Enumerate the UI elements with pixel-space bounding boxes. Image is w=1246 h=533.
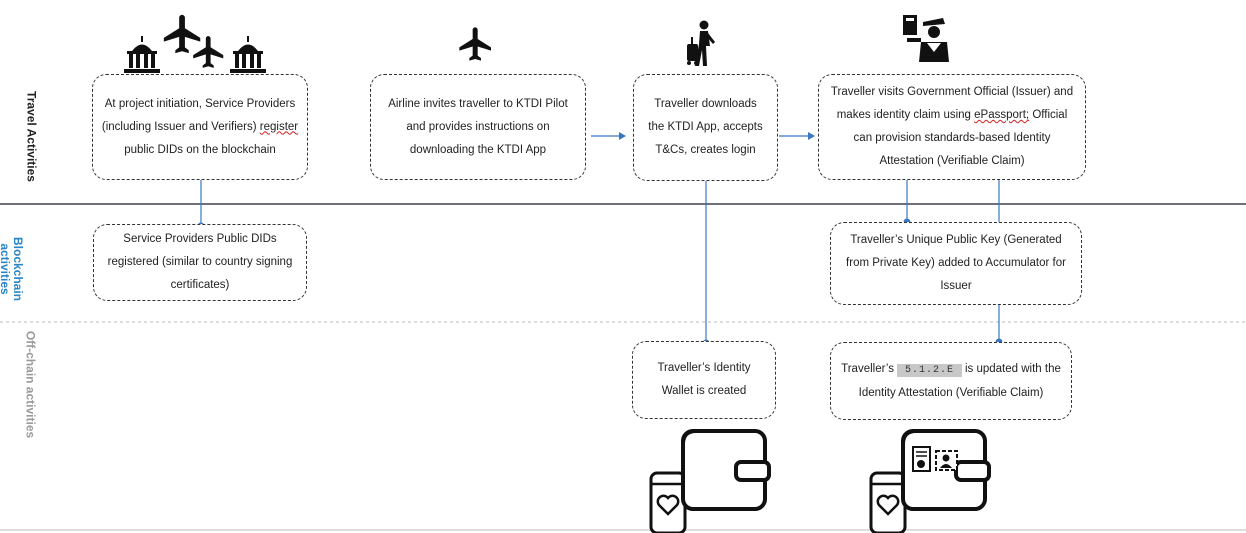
lane-label-offchain: Off-chain activities (23, 330, 38, 439)
box-airline-invites-text: Airline invites traveller to KTDI Pilot … (388, 97, 568, 156)
airplane-icon (193, 36, 224, 68)
passport-control-officer-icon (903, 15, 949, 62)
government-building-icon (230, 36, 266, 73)
box-project-initiation-text: At project initiation, Service Providers… (101, 97, 299, 156)
id-card-icon (935, 450, 958, 471)
box-wallet-created-text: Traveller’s Identity Wallet is created (657, 362, 751, 397)
lane-label-blockchain: Blockchain activities (0, 236, 25, 302)
box-public-key-text: Traveller’s Unique Public Key (Generated… (846, 234, 1066, 292)
box-public-key: Traveller’s Unique Public Key (Generated… (830, 222, 1082, 305)
box-government-official: Traveller visits Government Official (Is… (818, 74, 1086, 180)
traveller-with-luggage-icon (687, 20, 715, 66)
box-download-app: Traveller downloads the KTDI App, accept… (633, 74, 778, 181)
airplane-icon (163, 14, 201, 54)
government-building-icon (124, 36, 160, 73)
box-government-official-text: Traveller visits Government Official (Is… (830, 86, 1074, 167)
lane-label-travel: Travel Activities (24, 91, 39, 182)
airplane-icon (459, 27, 491, 61)
box-public-dids: Service Providers Public DIDs registered… (93, 224, 307, 301)
box-airline-invites: Airline invites traveller to KTDI Pilot … (370, 74, 586, 180)
redacted-label: 5.1.2.E (896, 363, 962, 377)
wallet-icon (681, 429, 771, 511)
certificate-icon (912, 446, 931, 472)
box-public-dids-text: Service Providers Public DIDs registered… (107, 233, 293, 291)
box-download-app-text: Traveller downloads the KTDI App, accept… (648, 98, 763, 156)
box-project-initiation: At project initiation, Service Providers… (92, 74, 308, 180)
box-wallet-created: Traveller’s Identity Wallet is created (632, 341, 776, 419)
